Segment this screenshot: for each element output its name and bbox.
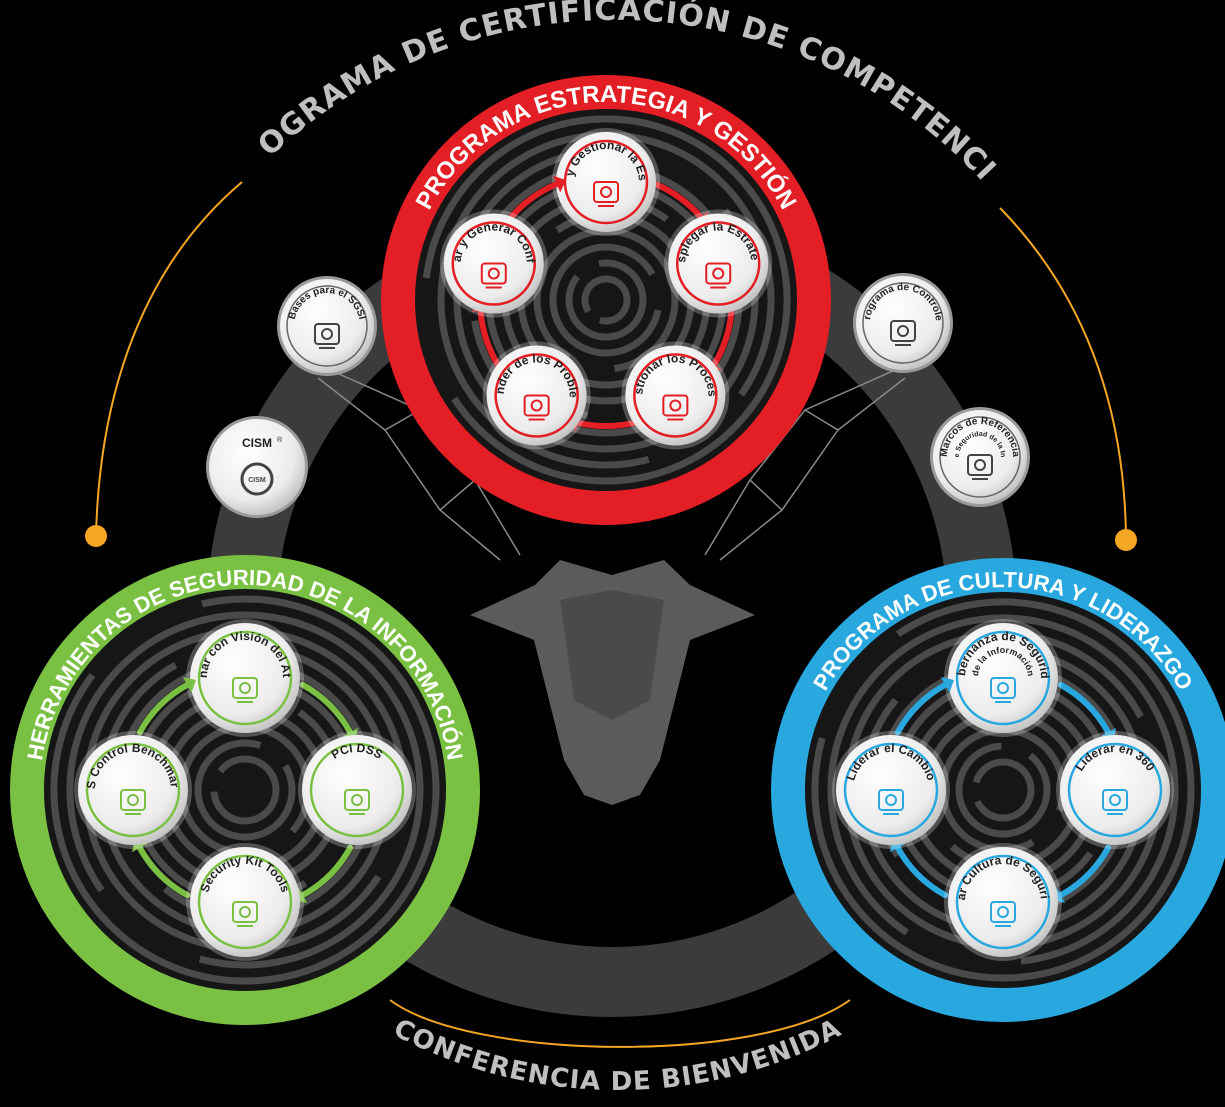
secure-folder-icon xyxy=(990,901,1016,927)
program-node-cultura-3[interactable]: Liderar el Cambio xyxy=(832,731,950,849)
badge-cism[interactable]: CISM ® CISM xyxy=(206,416,308,518)
flow-arrow-estrategia-4 xyxy=(507,175,566,221)
orange-dot-left xyxy=(85,525,107,547)
node-label-herramientas-1: PCI DSS xyxy=(329,741,385,762)
strategy-icon xyxy=(593,181,619,207)
cism-badge-icon: CISM xyxy=(240,462,274,496)
program-estrategia: PROGRAMA ESTRATEGIA Y GESTIÓNDiseñar y G… xyxy=(0,0,831,525)
program-clusters: PROGRAMA ESTRATEGIA Y GESTIÓNDiseñar y G… xyxy=(0,0,1225,1025)
program-node-herramientas-2[interactable]: Security Kit Tools xyxy=(186,843,304,961)
secure-folder-icon xyxy=(232,901,258,927)
program-node-cultura-1[interactable]: Liderar en 360 xyxy=(1056,731,1174,849)
clipboard-search-icon xyxy=(523,394,550,421)
bull-head-facet xyxy=(560,590,664,720)
team-icon xyxy=(1102,789,1128,815)
program-ring-herramientas xyxy=(10,555,480,1025)
orange-connector-arcs xyxy=(95,181,1127,1048)
sliders-icon xyxy=(890,320,916,346)
badge-cism-inner: CISM xyxy=(248,477,266,484)
gear-cycle-icon xyxy=(314,323,340,349)
program-ring-cultura xyxy=(771,558,1225,1022)
chip-network-icon xyxy=(120,789,146,815)
rocket-icon xyxy=(705,262,732,289)
orange-dot-right xyxy=(1115,529,1137,551)
hacker-icon xyxy=(232,677,258,703)
badge-bases-sgsi[interactable]: Bases para el SGSI xyxy=(277,276,377,376)
badge-cism-label: CISM xyxy=(242,436,272,450)
program-ring-estrategia xyxy=(381,75,831,525)
card-payment-icon xyxy=(344,789,370,815)
people-check-icon xyxy=(480,262,507,289)
exchange-people-icon xyxy=(878,789,904,815)
outer-bottom-title: CONFERENCIA DE BIENVENIDA xyxy=(389,1013,847,1097)
brain-gear-icon xyxy=(662,394,689,421)
flow-arrow-cultura-3 xyxy=(894,676,954,736)
badge-cism-mark: ® xyxy=(277,436,283,444)
capitol-icon xyxy=(990,677,1016,703)
book-icon xyxy=(967,454,993,480)
program-node-herramientas-1[interactable]: PCI DSS xyxy=(298,731,416,849)
flow-arrow-herramientas-3 xyxy=(136,676,196,736)
